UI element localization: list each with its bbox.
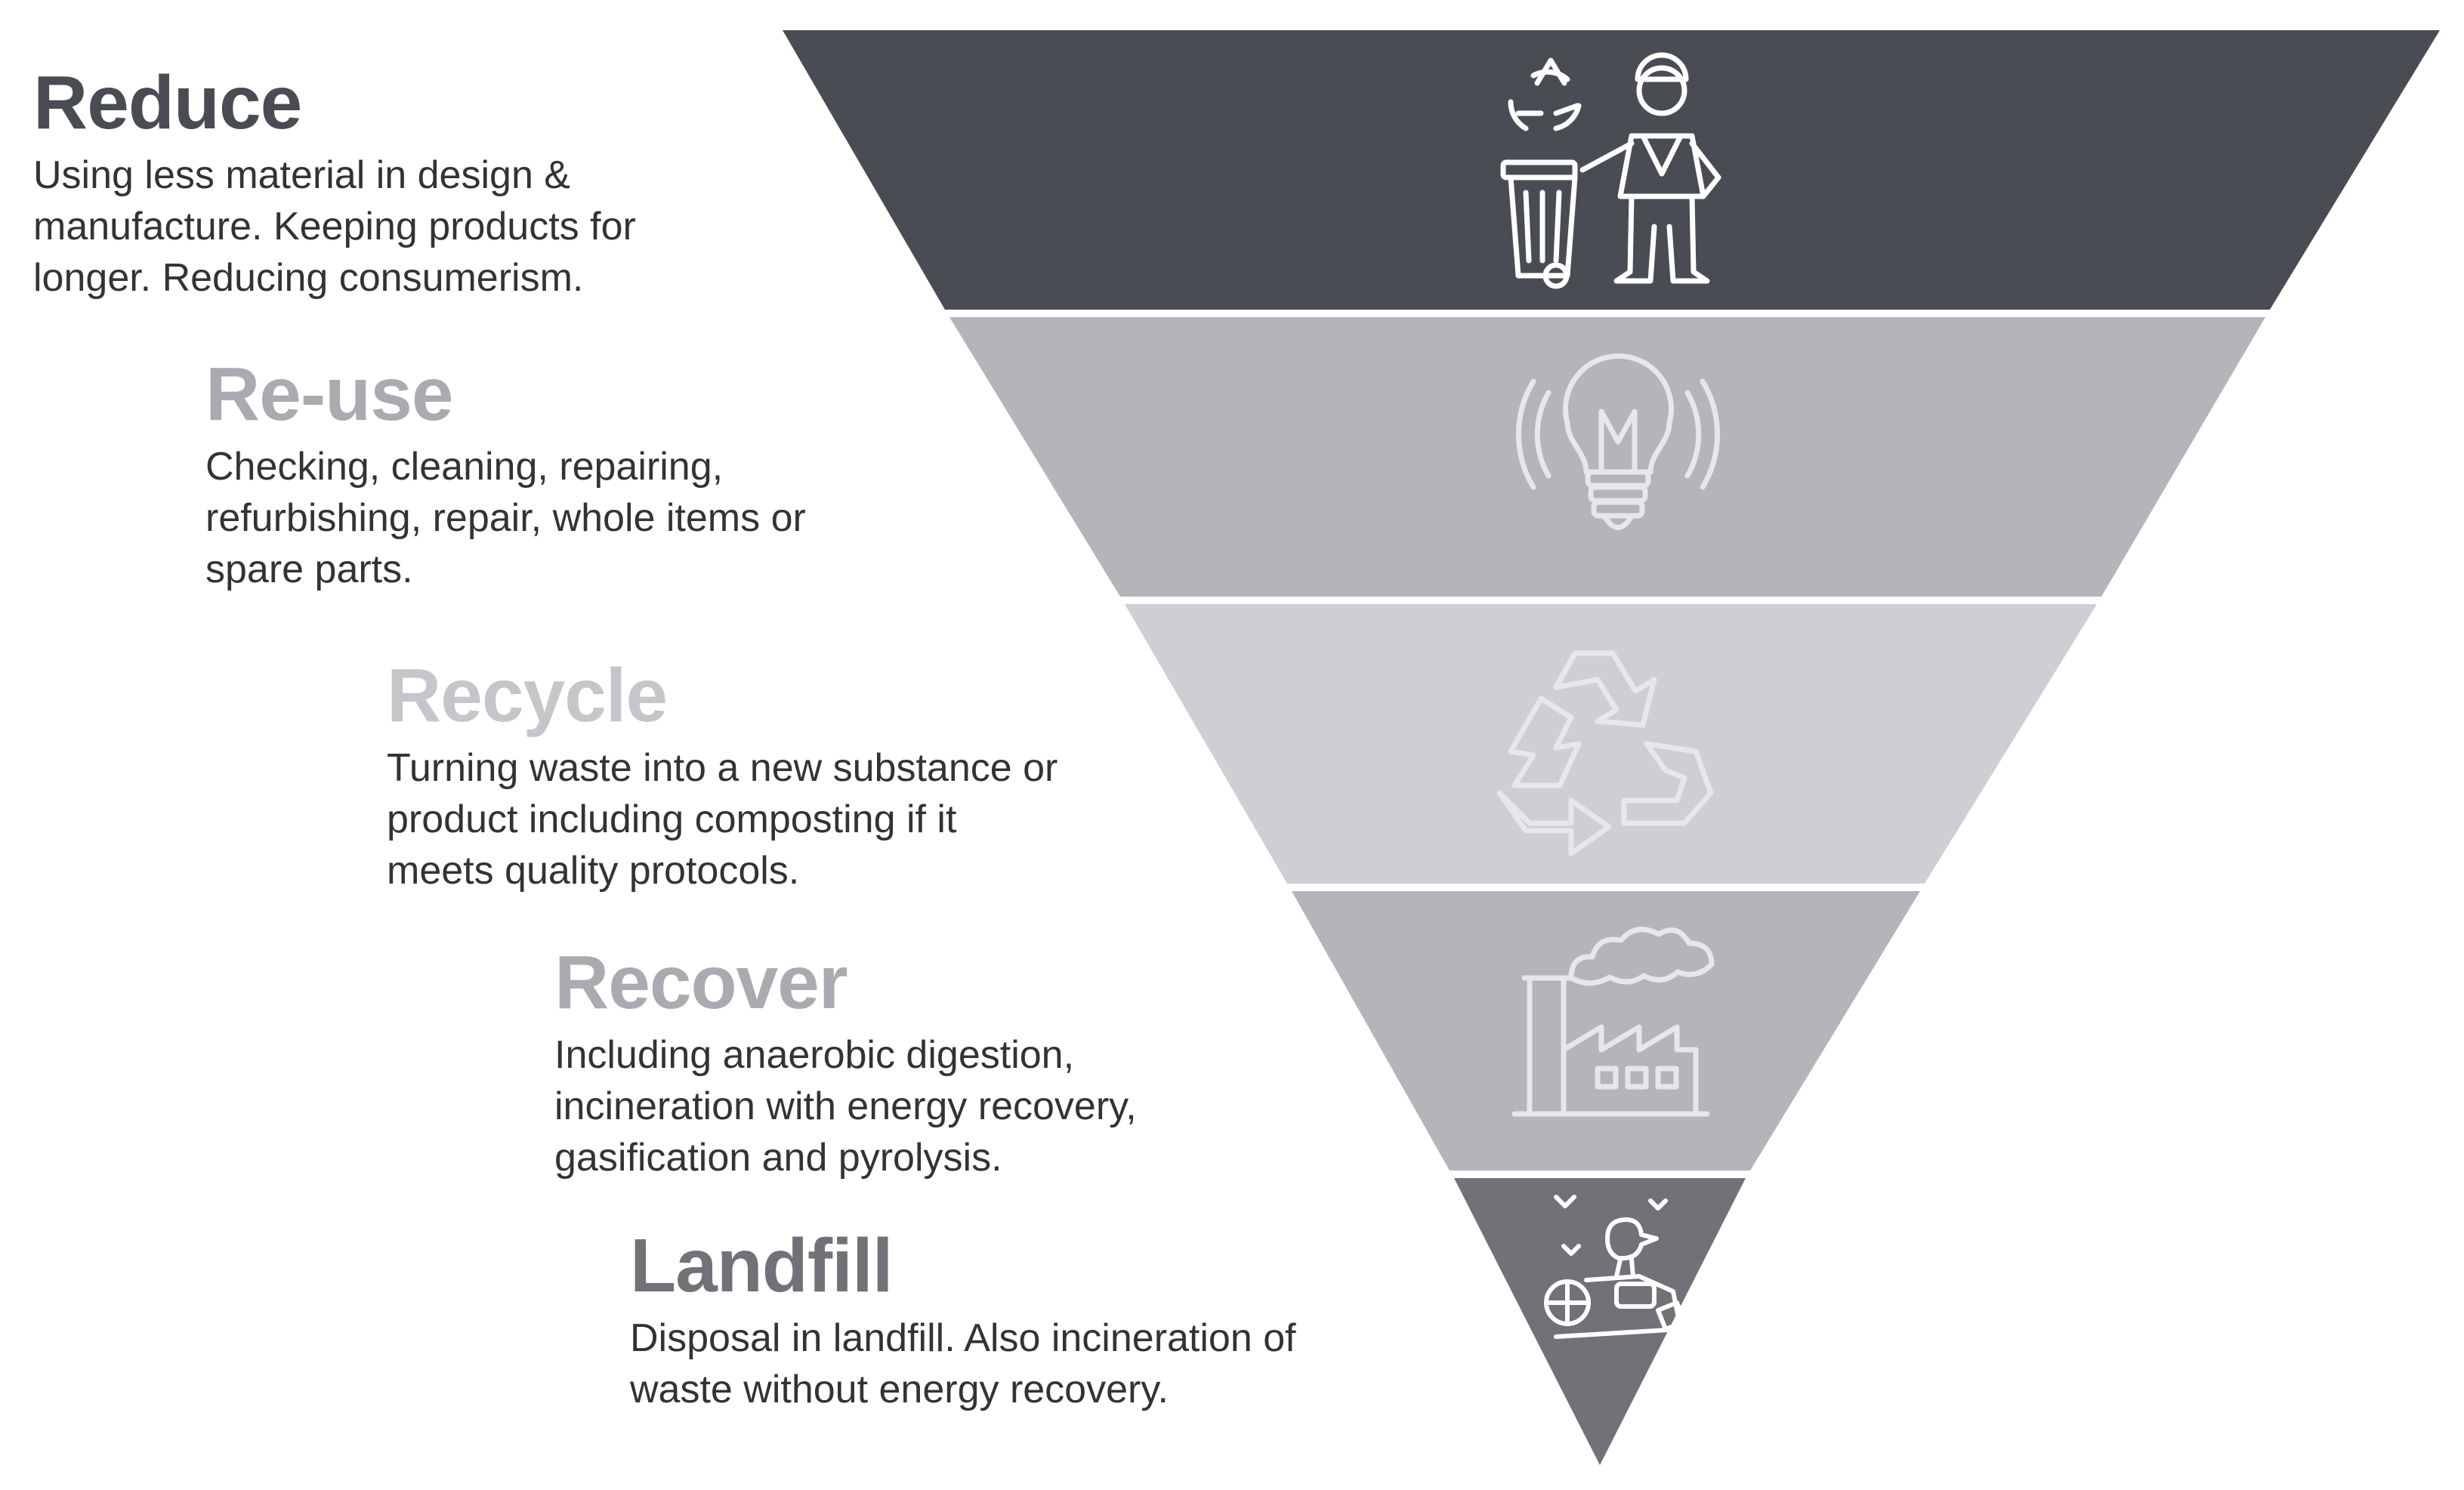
level-recover: Recover Including anaerobic digestion, i… <box>554 940 1137 1183</box>
level-title: Landfill <box>630 1223 894 1308</box>
band-reuse <box>949 317 2265 597</box>
band-recycle <box>1125 604 2097 884</box>
band-reduce <box>783 30 2440 310</box>
band-landfill <box>1454 1178 1746 1465</box>
level-title: Re-use <box>205 352 453 437</box>
level-recycle: Recycle Turning waste into a new substan… <box>387 653 1058 896</box>
level-description: Including anaerobic digestion, incinerat… <box>554 1033 1137 1180</box>
level-landfill: Landfill Disposal in landfill. Also inci… <box>630 1223 1296 1415</box>
factory-smoke-icon <box>1511 927 1715 1117</box>
level-title: Recycle <box>387 653 668 738</box>
level-description: Disposal in landfill. Also incineration … <box>630 1316 1296 1411</box>
level-title: Reduce <box>33 60 302 145</box>
level-description: Turning waste into a new substance or pr… <box>387 746 1058 893</box>
light-bulb-icon <box>1515 353 1721 530</box>
waste-pile-bird-icon <box>1544 1195 1687 1339</box>
level-reuse: Re-use Checking, cleaning, repairing, re… <box>205 352 806 595</box>
level-description: Checking, cleaning, repairing, refurbish… <box>205 445 806 591</box>
recycle-arrows-icon <box>1496 650 1714 856</box>
level-title: Recover <box>554 940 848 1025</box>
band-recover <box>1292 891 1920 1171</box>
level-reduce: Reduce Using less material in design & m… <box>33 60 636 304</box>
level-description: Using less material in design & manufact… <box>33 153 636 300</box>
recycling-bin-worker-icon <box>1500 52 1721 289</box>
